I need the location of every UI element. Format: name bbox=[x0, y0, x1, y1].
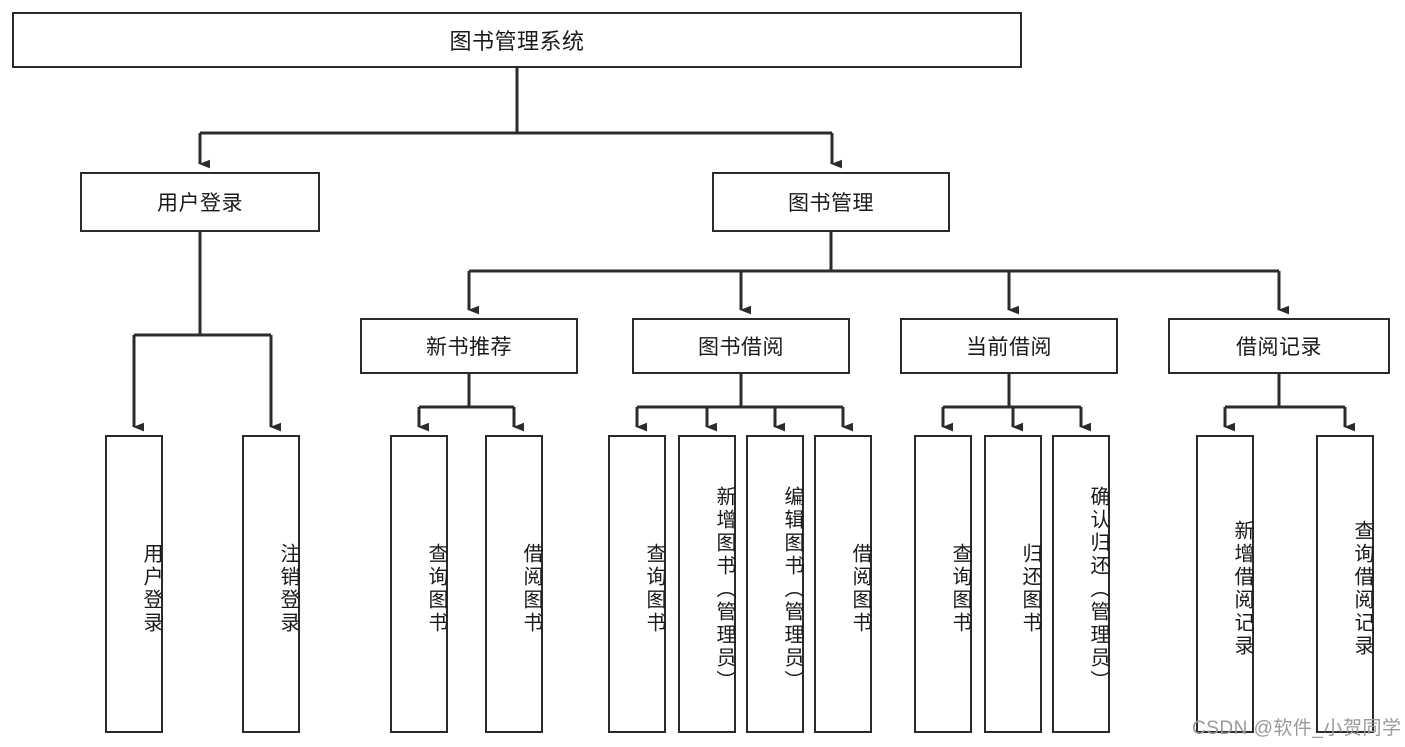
node-borrow-record-label: 借阅记录 bbox=[1236, 336, 1322, 359]
leaf-query-book-borrow-label: 查询图书 bbox=[643, 543, 665, 635]
node-root[interactable]: 图书管理系统 bbox=[12, 12, 1022, 68]
leaf-logout-label: 注销登录 bbox=[277, 543, 299, 635]
leaf-borrow-book-label: 借阅图书 bbox=[849, 543, 871, 635]
node-new-book-recommend-label: 新书推荐 bbox=[426, 336, 512, 359]
node-book-borrow-label: 图书借阅 bbox=[698, 336, 784, 359]
leaf-add-book-admin[interactable]: 新增图书（管理员） bbox=[678, 435, 736, 733]
leaf-query-book-current[interactable]: 查询图书 bbox=[914, 435, 972, 733]
node-user-login[interactable]: 用户登录 bbox=[80, 172, 320, 232]
node-book-management-label: 图书管理 bbox=[788, 192, 874, 215]
leaf-edit-book-admin[interactable]: 编辑图书（管理员） bbox=[746, 435, 804, 733]
leaf-return-book-label: 归还图书 bbox=[1019, 543, 1041, 635]
leaf-confirm-return-admin[interactable]: 确认归还（管理员） bbox=[1052, 435, 1110, 733]
csdn-watermark: CSDN @软件_小贺同学 bbox=[1192, 718, 1402, 739]
leaf-add-borrow-record[interactable]: 新增借阅记录 bbox=[1196, 435, 1254, 733]
leaf-query-book-recommend[interactable]: 查询图书 bbox=[390, 435, 448, 733]
leaf-edit-book-admin-label: 编辑图书（管理员） bbox=[781, 485, 803, 693]
leaf-query-book-recommend-label: 查询图书 bbox=[425, 543, 447, 635]
leaf-borrow-book[interactable]: 借阅图书 bbox=[814, 435, 872, 733]
node-user-login-label: 用户登录 bbox=[157, 192, 243, 215]
leaf-query-borrow-record-label: 查询借阅记录 bbox=[1351, 520, 1373, 658]
node-root-label: 图书管理系统 bbox=[449, 29, 585, 54]
node-book-management[interactable]: 图书管理 bbox=[712, 172, 950, 232]
leaf-query-book-current-label: 查询图书 bbox=[949, 543, 971, 635]
leaf-query-book-borrow[interactable]: 查询图书 bbox=[608, 435, 666, 733]
leaf-user-login-label: 用户登录 bbox=[140, 543, 162, 635]
leaf-add-book-admin-label: 新增图书（管理员） bbox=[713, 485, 735, 693]
leaf-confirm-return-admin-label: 确认归还（管理员） bbox=[1087, 485, 1109, 693]
node-current-borrow[interactable]: 当前借阅 bbox=[900, 318, 1118, 374]
leaf-user-login[interactable]: 用户登录 bbox=[105, 435, 163, 733]
leaf-logout[interactable]: 注销登录 bbox=[242, 435, 300, 733]
node-current-borrow-label: 当前借阅 bbox=[966, 336, 1052, 359]
leaf-add-borrow-record-label: 新增借阅记录 bbox=[1231, 520, 1253, 658]
leaf-return-book[interactable]: 归还图书 bbox=[984, 435, 1042, 733]
node-new-book-recommend[interactable]: 新书推荐 bbox=[360, 318, 578, 374]
leaf-borrow-book-recommend-label: 借阅图书 bbox=[520, 543, 542, 635]
leaf-borrow-book-recommend[interactable]: 借阅图书 bbox=[485, 435, 543, 733]
leaf-query-borrow-record[interactable]: 查询借阅记录 bbox=[1316, 435, 1374, 733]
node-book-borrow[interactable]: 图书借阅 bbox=[632, 318, 850, 374]
node-borrow-record[interactable]: 借阅记录 bbox=[1168, 318, 1390, 374]
